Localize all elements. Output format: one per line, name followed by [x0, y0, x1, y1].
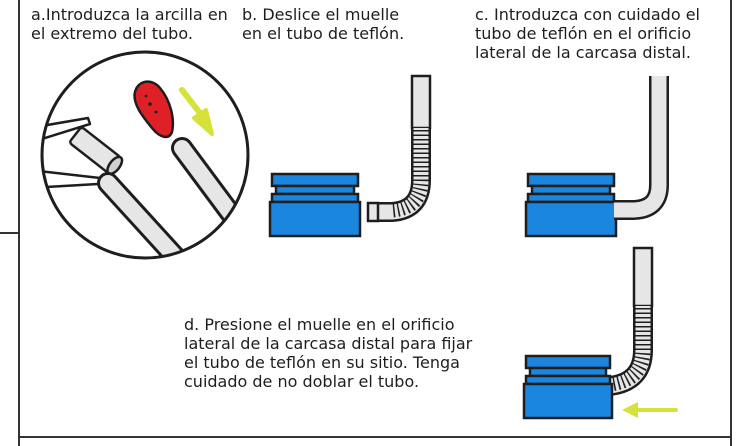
- step-b-illustration: [268, 74, 432, 238]
- press-arrow-icon: [622, 402, 678, 418]
- distal-housing-icon: [268, 172, 362, 238]
- step-a-text: a.Introduzca la arcilla en el extremo de…: [31, 5, 228, 43]
- teflon-tube-icon: [614, 76, 669, 220]
- magnifier-circle: [40, 50, 250, 260]
- panel-border-left: [18, 0, 20, 446]
- step-d-illustration: [522, 246, 678, 420]
- distal-housing-icon: [522, 354, 614, 420]
- teflon-tube-spring-icon: [366, 74, 432, 223]
- margin-tick: [0, 232, 19, 234]
- distal-housing-icon: [524, 172, 618, 238]
- panel-border-right: [730, 0, 732, 446]
- clay-icon: [133, 80, 175, 139]
- step-c-text: c. Introduzca con cuidado el tubo de tef…: [475, 5, 700, 62]
- step-a-illustration: [40, 50, 250, 260]
- panel-border-bottom: [18, 436, 732, 438]
- step-b-text: b. Deslice el muelle en el tubo de tefló…: [242, 5, 405, 43]
- step-d-text: d. Presione el muelle en el orificio lat…: [184, 315, 473, 391]
- step-c-illustration: [524, 76, 669, 238]
- teflon-tube-icon: [632, 246, 654, 308]
